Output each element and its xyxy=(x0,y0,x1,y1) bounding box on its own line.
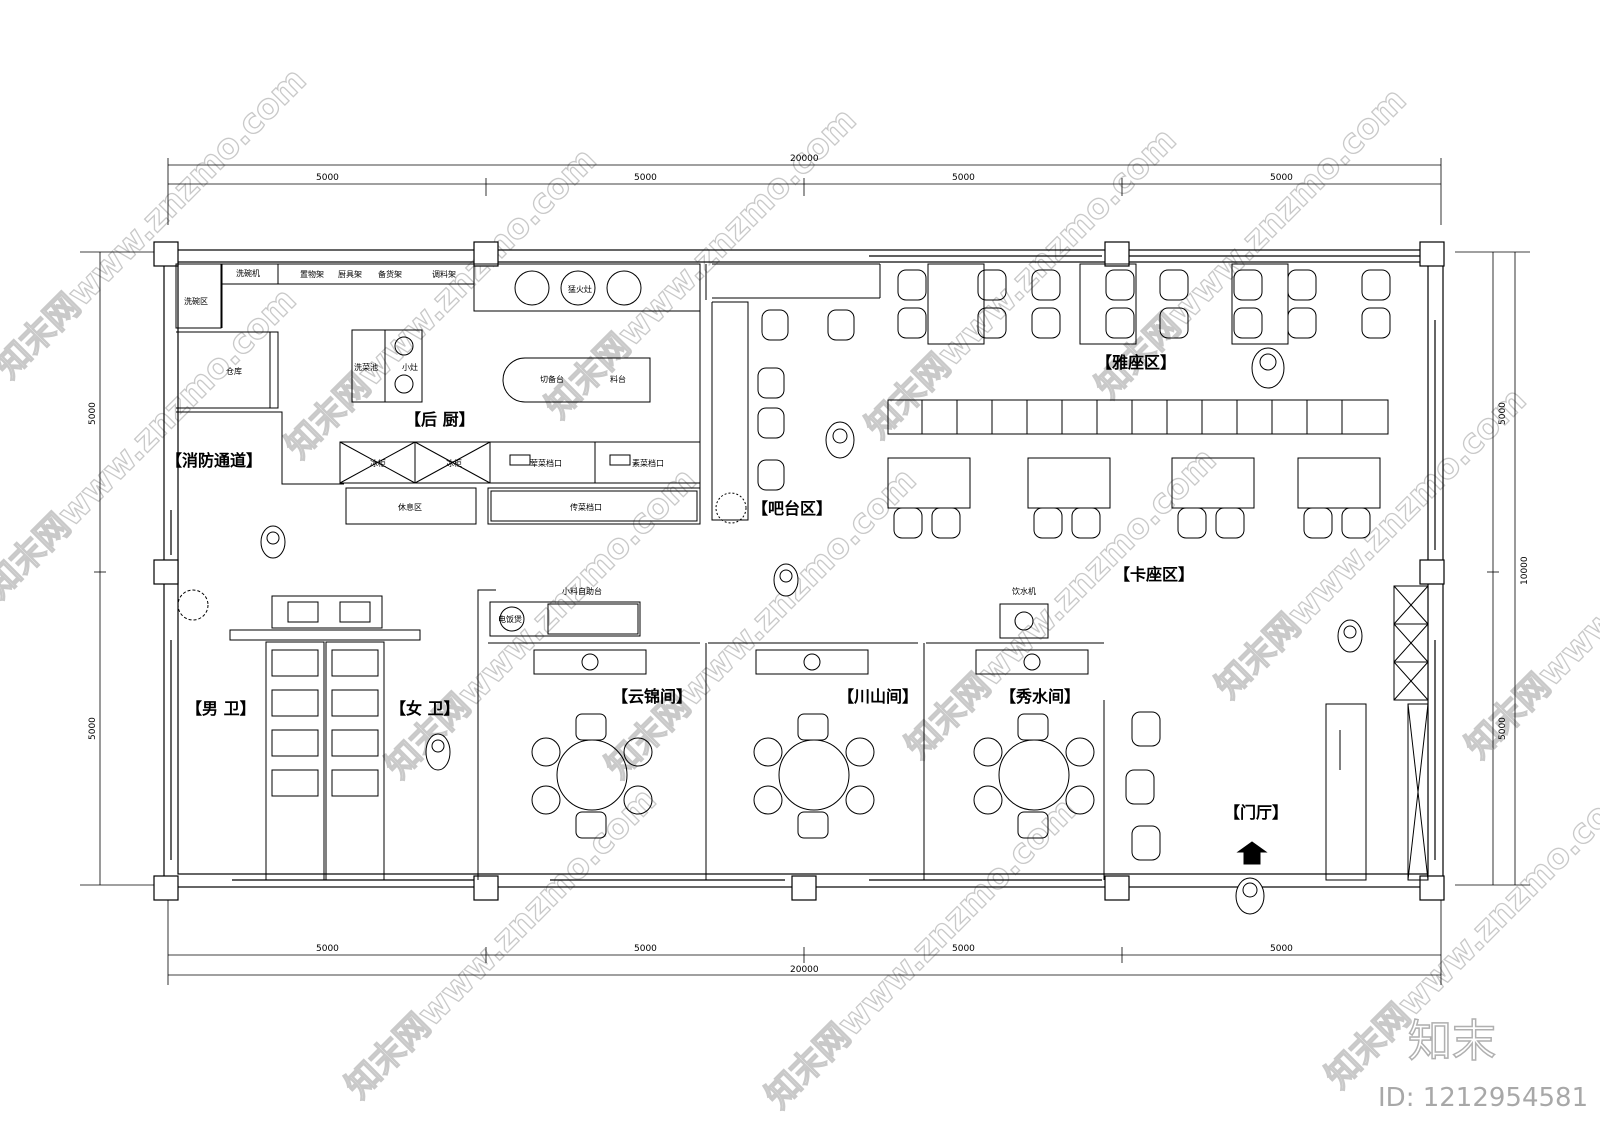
label-lobby: 【门厅】 xyxy=(1224,803,1288,822)
dim-bottom-1: 5000 xyxy=(316,944,339,954)
label-kitchen: 【后 厨】 xyxy=(405,410,475,429)
watermark: 知末网www.znzmo.com xyxy=(1208,380,1534,706)
label-fire-exit: 【消防通道】 xyxy=(166,451,262,470)
label-rest-area: 休息区 xyxy=(398,502,422,512)
label-serving-window: 传菜档口 xyxy=(570,502,602,512)
watermark-layer: 知末网www.znzmo.com 知末网www.znzmo.com 知末网www… xyxy=(0,59,1600,1117)
label-booth-seating: 【卡座区】 xyxy=(1114,565,1194,584)
label-veg-window: 素菜档口 xyxy=(632,458,664,468)
watermark: 知末网www.znzmo.com xyxy=(538,100,864,426)
label-ingredient-table: 料台 xyxy=(610,374,626,384)
label-mens-restroom: 【男 卫】 xyxy=(186,699,256,718)
dim-right-1: 5000 xyxy=(1498,402,1508,425)
watermark: 知末网www.znzmo.com xyxy=(1458,440,1600,766)
label-cutting-table: 切备台 xyxy=(540,374,564,384)
label-fridge-1: 冰柜 xyxy=(370,458,386,468)
dim-total-bottom: 20000 xyxy=(790,965,819,975)
room-labels: 【后 厨】 【消防通道】 【吧台区】 【雅座区】 【卡座区】 【男 卫】 【女 … xyxy=(166,353,1288,822)
label-storage-rack: 置物架 xyxy=(300,269,324,279)
dim-left-1: 5000 xyxy=(88,402,98,425)
label-fridge-2: 冰柜 xyxy=(446,458,462,468)
label-room-yunjin: 【云锦间】 xyxy=(612,687,692,706)
dim-bottom-3: 5000 xyxy=(952,944,975,954)
dining-areas xyxy=(715,263,1429,881)
watermark: 知末网www.znzmo.com xyxy=(338,780,664,1106)
brand-logo: 知末 xyxy=(1408,1016,1496,1067)
dimensions xyxy=(80,158,1530,985)
dim-top-1: 5000 xyxy=(316,173,339,183)
label-water-dispenser: 饮水机 xyxy=(1012,586,1036,596)
label-womens-restroom: 【女 卫】 xyxy=(390,699,460,718)
label-veg-sink: 洗菜池 xyxy=(354,362,378,372)
dim-top-2: 5000 xyxy=(634,173,657,183)
label-room-xiushui: 【秀水间】 xyxy=(1000,687,1080,706)
watermark: 知末网www.znzmo.com xyxy=(858,120,1184,446)
dimension-labels: 20000 5000 5000 5000 5000 5000 5000 5000… xyxy=(88,154,1530,975)
label-condiment-station: 小料自助台 xyxy=(562,586,602,596)
dim-top-3: 5000 xyxy=(952,173,975,183)
dim-right-total: 10000 xyxy=(1520,556,1530,585)
dim-left-2: 5000 xyxy=(88,717,98,740)
watermark: 知末网www.znzmo.com xyxy=(758,790,1084,1116)
label-stock-rack: 备货架 xyxy=(378,269,402,279)
kitchen xyxy=(175,263,881,525)
label-rice-cooker: 电饭煲 xyxy=(498,614,522,624)
columns xyxy=(153,241,1445,901)
label-stove: 猛火灶 xyxy=(568,284,592,294)
label-room-chuanshan: 【川山间】 xyxy=(838,687,918,706)
product-id: ID: 1212954581 xyxy=(1378,1083,1588,1113)
dim-bottom-4: 5000 xyxy=(1270,944,1293,954)
private-rooms xyxy=(477,589,1105,880)
dim-right-2: 5000 xyxy=(1498,717,1508,740)
label-dishwasher: 洗碗机 xyxy=(236,268,260,278)
label-warehouse: 仓库 xyxy=(226,366,242,376)
person-figures xyxy=(260,347,1363,915)
watermark: 知末网www.znzmo.com xyxy=(898,440,1224,766)
fixture-labels: 洗碗区 洗碗机 置物架 厨具架 备货架 调料架 猛火灶 仓库 洗菜池 小灶 切备… xyxy=(184,268,1036,624)
label-bar: 【吧台区】 xyxy=(752,499,832,518)
restrooms xyxy=(177,589,421,881)
dim-bottom-2: 5000 xyxy=(634,944,657,954)
label-meat-window: 荤菜档口 xyxy=(530,458,562,468)
label-elegant-seating: 【雅座区】 xyxy=(1096,353,1176,372)
label-utensil-rack: 厨具架 xyxy=(338,270,362,279)
dim-total-top: 20000 xyxy=(790,154,819,164)
dim-top-4: 5000 xyxy=(1270,173,1293,183)
label-dish-area: 洗碗区 xyxy=(184,296,208,306)
label-small-stove: 小灶 xyxy=(402,362,418,372)
label-seasoning-rack: 调料架 xyxy=(432,269,456,279)
